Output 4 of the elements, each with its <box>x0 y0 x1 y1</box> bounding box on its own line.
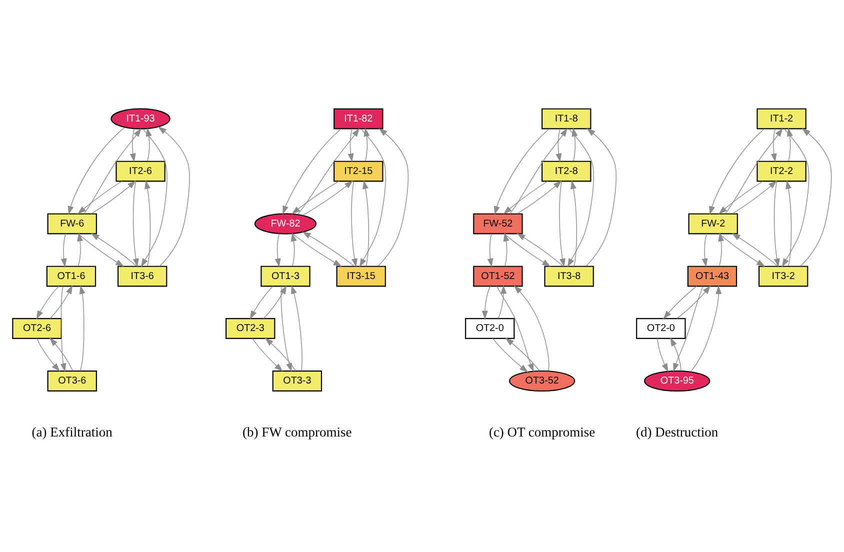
label: (d) Destruction <box>636 424 718 440</box>
label: (a) Exfiltration <box>32 424 112 440</box>
label: (c) OT compromise <box>488 424 596 440</box>
label: (b) FW compromise <box>242 424 352 440</box>
